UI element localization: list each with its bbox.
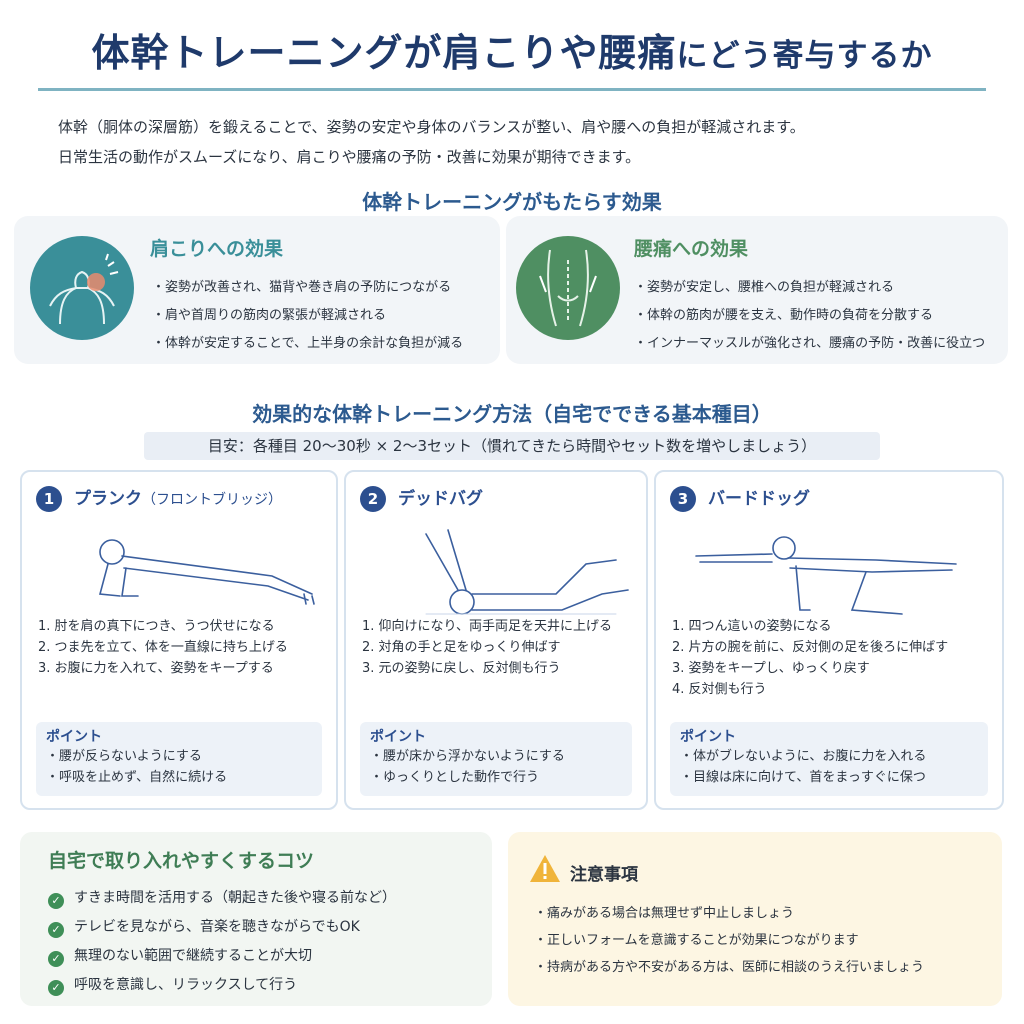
exercise-card-deadbug: 2 デッドバグ 1. 仰向けになり、両手両足を天井に上げる 2. 対角の手と足を… (344, 470, 648, 810)
page-title-main: 体幹トレーニングが肩こりや腰痛 (91, 31, 677, 75)
point-heading: ポイント (370, 729, 426, 745)
list-item: 2. 片方の腕を前に、反対側の足を後ろに伸ばす (672, 640, 949, 655)
list-item: ・ゆっくりとした動作で行う (370, 770, 540, 785)
tip-text: すきま時間を活用する（朝起きた後や寝る前など） (74, 890, 396, 906)
exercise-name-text: デッドバグ (398, 489, 483, 509)
exercise-name-sub: （フロントブリッジ） (142, 492, 282, 508)
exercise-steps: 1. 仰向けになり、両手両足を天井に上げる 2. 対角の手と足をゆっくり伸ばす … (362, 616, 612, 679)
list-item: 1. 四つん這いの姿勢になる (672, 619, 832, 634)
intro-line: 体幹（胴体の深層筋）を鍛えることで、姿勢の安定や身体のバランスが整い、肩や腰への… (58, 118, 805, 136)
tip-text: 呼吸を意識し、リラックスして行う (74, 977, 298, 993)
tips-card: 自宅で取り入れやすくするコツ ✓ すきま時間を活用する（朝起きた後や寝る前など） … (20, 832, 492, 1006)
list-item: ✓ 呼吸を意識し、リラックスして行う (48, 971, 396, 1000)
warning-icon (530, 855, 560, 882)
check-icon: ✓ (48, 951, 64, 967)
list-item: ・持病がある方や不安がある方は、医師に相談のうえ行いましょう (534, 960, 925, 975)
shoulder-illustration-icon (30, 236, 134, 340)
list-item: 1. 肘を肩の真下につき、うつ伏せになる (38, 619, 275, 634)
tip-text: テレビを見ながら、音楽を聴きながらでもOK (74, 919, 360, 935)
exercise-number: 1 (36, 486, 62, 512)
tips-list: ✓ すきま時間を活用する（朝起きた後や寝る前など） ✓ テレビを見ながら、音楽を聴き… (48, 884, 396, 1000)
title-divider (38, 88, 986, 91)
exercise-point-box: ポイント ・腰が床から浮かないようにする ・ゆっくりとした動作で行う (360, 722, 632, 796)
deadbug-illustration-icon (425, 529, 629, 615)
caution-heading: 注意事項 (570, 865, 638, 885)
exercise-point-box: ポイント ・体がブレないように、お腹に力を入れる ・目線は床に向けて、首をまっす… (670, 722, 988, 796)
list-item: ・正しいフォームを意識することが効果につながります (534, 933, 859, 948)
list-item: 1. 仰向けになり、両手両足を天井に上げる (362, 619, 613, 634)
list-item: 4. 反対側も行う (672, 682, 767, 697)
tips-heading: 自宅で取り入れやすくするコツ (48, 850, 315, 872)
list-item: ・姿勢が安定し、腰椎への負担が軽減される (634, 280, 895, 295)
list-item: 3. お腹に力を入れて、姿勢をキープする (38, 661, 274, 676)
page-title: 体幹トレーニングが肩こりや腰痛にどう寄与するか (0, 22, 1024, 77)
shoulder-effect-list: ・姿勢が改善され、猫背や巻き肩の予防につながる ・肩や首周りの筋肉の緊張が軽減さ… (152, 274, 463, 358)
exercise-name: デッドバグ (398, 486, 483, 512)
exercise-card-birddog: 3 バードドッグ 1. 四つん這いの姿勢になる 2. 片方の腕を前に、反対側の足… (654, 470, 1004, 810)
point-heading: ポイント (46, 729, 102, 745)
lowerback-effect-heading: 腰痛への効果 (634, 238, 749, 260)
list-item: ・腰が床から浮かないようにする (370, 749, 565, 764)
exercise-point-box: ポイント ・腰が反らないようにする ・呼吸を止めず、自然に続ける (36, 722, 322, 796)
check-icon: ✓ (48, 893, 64, 909)
list-item: ・目線は床に向けて、首をまっすぐに保つ (680, 770, 926, 785)
intro-line: 日常生活の動作がスムーズになり、肩こりや腰痛の予防・改善に効果が期待できます。 (58, 148, 641, 166)
tip-text: 無理のない範囲で継続することが大切 (74, 948, 312, 964)
exercise-steps: 1. 肘を肩の真下につき、うつ伏せになる 2. つま先を立て、体を一直線に持ち上… (38, 616, 288, 679)
list-item: ・腰が反らないようにする (46, 749, 202, 764)
list-item: 3. 元の姿勢に戻し、反対側も行う (362, 661, 561, 676)
list-item: ・痛みがある場合は無理せず中止しましょう (534, 906, 795, 921)
list-item: ・体がブレないように、お腹に力を入れる (680, 749, 927, 764)
list-item: ・肩や首周りの筋肉の緊張が軽減される (152, 308, 387, 323)
point-heading: ポイント (680, 729, 736, 745)
caution-card: 注意事項 ・痛みがある場合は無理せず中止しましょう ・正しいフォームを意識するこ… (508, 832, 1002, 1006)
list-item: ・体幹の筋肉が腰を支え、動作時の負荷を分散する (634, 308, 934, 323)
exercise-number: 2 (360, 486, 386, 512)
methods-section-title: 効果的な体幹トレーニング方法（自宅でできる基本種目） (252, 402, 772, 426)
birddog-illustration-icon (695, 536, 957, 615)
plank-illustration-icon (98, 539, 315, 605)
list-item: 2. 対角の手と足をゆっくり伸ばす (362, 640, 561, 655)
exercise-steps: 1. 四つん這いの姿勢になる 2. 片方の腕を前に、反対側の足を後ろに伸ばす 3… (672, 616, 948, 700)
exercise-name: バードドッグ (708, 486, 810, 512)
exercise-name-text: バードドッグ (708, 489, 810, 509)
list-item: ・呼吸を止めず、自然に続ける (46, 770, 228, 785)
effects-section-title: 体幹トレーニングがもたらす効果 (362, 190, 662, 214)
list-item: ✓ テレビを見ながら、音楽を聴きながらでもOK (48, 913, 396, 942)
caution-list: ・痛みがある場合は無理せず中止しましょう ・正しいフォームを意識することが効果に… (534, 900, 924, 981)
lowerback-illustration-icon (516, 236, 620, 340)
list-item: ・姿勢が改善され、猫背や巻き肩の予防につながる (152, 280, 452, 295)
exercise-number: 3 (670, 486, 696, 512)
list-item: ・体幹が安定することで、上半身の余計な負担が減る (152, 336, 464, 351)
exercise-name-text: プランク (74, 489, 142, 509)
list-item: 3. 姿勢をキープし、ゆっくり戻す (672, 661, 870, 676)
check-icon: ✓ (48, 980, 64, 996)
intro-text: 体幹（胴体の深層筋）を鍛えることで、姿勢の安定や身体のバランスが整い、肩や腰への… (58, 112, 988, 172)
exercise-card-plank: 1 プランク（フロントブリッジ） 1. 肘を肩の真下につき、うつ伏せになる 2.… (20, 470, 338, 810)
shoulder-effect-heading: 肩こりへの効果 (150, 238, 284, 260)
shoulder-effect-card: 肩こりへの効果 ・姿勢が改善され、猫背や巻き肩の予防につながる ・肩や首周りの筋… (14, 216, 500, 364)
lowerback-effect-card: 腰痛への効果 ・姿勢が安定し、腰椎への負担が軽減される ・体幹の筋肉が腰を支え、… (506, 216, 1008, 364)
exercise-name: プランク（フロントブリッジ） (74, 486, 282, 513)
guide-text: 目安：各種目 20〜30秒 × 2〜3セット（慣れてきたら時間やセット数を増やし… (144, 432, 880, 460)
check-icon: ✓ (48, 922, 64, 938)
lowerback-effect-list: ・姿勢が安定し、腰椎への負担が軽減される ・体幹の筋肉が腰を支え、動作時の負荷を… (634, 274, 985, 358)
list-item: ✓ 無理のない範囲で継続することが大切 (48, 942, 396, 971)
list-item: ・インナーマッスルが強化され、腰痛の予防・改善に役立つ (634, 336, 986, 351)
list-item: 2. つま先を立て、体を一直線に持ち上げる (38, 640, 288, 655)
page-title-tail: にどう寄与するか (676, 38, 933, 74)
list-item: ✓ すきま時間を活用する（朝起きた後や寝る前など） (48, 884, 396, 913)
